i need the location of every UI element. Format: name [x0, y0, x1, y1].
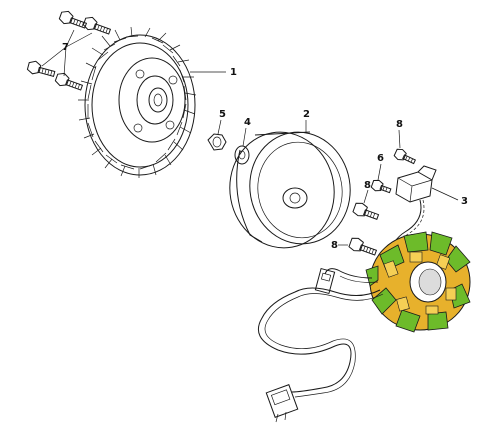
pickup-coil [395, 165, 437, 203]
harness-connector-lower [265, 384, 299, 423]
callout-4: 4 [244, 117, 251, 128]
callout-8-mid: 8 [364, 180, 371, 191]
callout-6: 6 [377, 153, 384, 164]
stator-harness [258, 267, 384, 423]
stator-bolt-upper [393, 148, 417, 165]
harness-connector-upper [314, 267, 336, 295]
pickup-screw [370, 179, 392, 194]
stator-bolt-lower [348, 237, 378, 256]
callout-3: 3 [461, 196, 468, 207]
callout-7: 7 [62, 42, 69, 53]
bolt-7d [54, 72, 84, 91]
flywheel-fan [78, 26, 226, 178]
callout-8-upper: 8 [396, 119, 403, 130]
fan-bolt-group [26, 10, 112, 91]
callout-5: 5 [219, 109, 226, 120]
rotor [229, 120, 351, 249]
callout-8-lower: 8 [331, 240, 338, 251]
stator-bolt-mid [352, 202, 380, 220]
stator [365, 231, 471, 333]
bolt-7c [26, 60, 56, 77]
bolt-7a [58, 10, 88, 29]
bolt-7b [82, 16, 112, 35]
nut [207, 119, 227, 151]
callout-1: 1 [230, 67, 237, 78]
callout-2: 2 [303, 109, 310, 120]
